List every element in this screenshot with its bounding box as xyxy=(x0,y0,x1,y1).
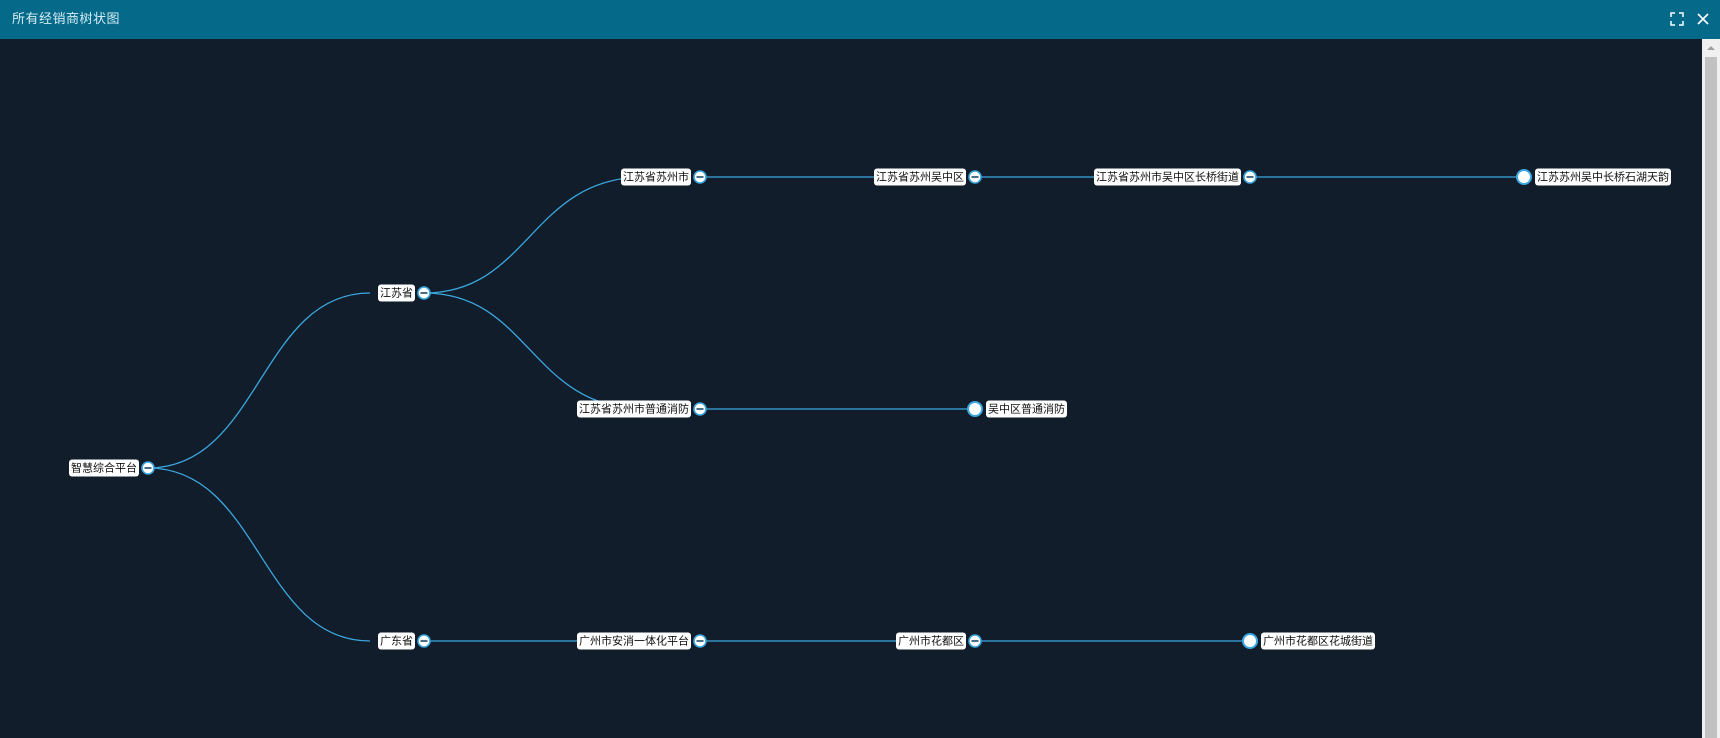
tree-link xyxy=(423,176,646,294)
tree-link xyxy=(423,292,646,410)
close-icon xyxy=(1697,13,1709,25)
tree-node-wuzhong-putong-xiaofang[interactable]: 吴中区普通消防 xyxy=(986,400,1067,418)
collapse-icon xyxy=(417,634,431,648)
vertical-scrollbar[interactable] xyxy=(1702,39,1720,738)
collapse-icon xyxy=(1243,170,1257,184)
leaf-node-icon xyxy=(1516,169,1532,185)
dialog-title: 所有经销商树状图 xyxy=(12,12,121,27)
tree-node-root[interactable]: 智慧综合平台 xyxy=(69,459,139,477)
collapse-icon xyxy=(141,461,155,475)
maximize-icon xyxy=(1670,12,1684,26)
collapse-icon xyxy=(693,170,707,184)
close-button[interactable] xyxy=(1694,10,1712,28)
tree-node-suzhou-putong-xiaofang[interactable]: 江苏省苏州市普通消防 xyxy=(577,400,691,418)
tree-canvas: 智慧综合平台 江苏省 广东省 江苏省苏州市 江苏省苏州市普通消防 江苏省苏州吴中… xyxy=(0,39,1702,738)
scrollbar-thumb[interactable] xyxy=(1705,57,1717,738)
tree-node-shihu[interactable]: 江苏苏州吴中长桥石湖天韵 xyxy=(1535,168,1671,186)
tree-node-changqiao[interactable]: 江苏省苏州市吴中区长桥街道 xyxy=(1094,168,1241,186)
collapse-icon xyxy=(693,402,707,416)
tree-node-huacheng[interactable]: 广州市花都区花城街道 xyxy=(1261,632,1375,650)
tree-node-huadu[interactable]: 广州市花都区 xyxy=(896,632,966,650)
collapse-icon xyxy=(968,634,982,648)
collapse-icon xyxy=(417,286,431,300)
tree-node-gz-anxiao[interactable]: 广州市安消一体化平台 xyxy=(577,632,691,650)
leaf-node-icon xyxy=(967,401,983,417)
tree-node-suzhou[interactable]: 江苏省苏州市 xyxy=(621,168,691,186)
collapse-markers xyxy=(141,170,1257,648)
leaf-node-icon xyxy=(1242,633,1258,649)
tree-node-guangdong[interactable]: 广东省 xyxy=(378,632,415,650)
scroll-up-arrow-icon[interactable] xyxy=(1702,39,1720,56)
maximize-button[interactable] xyxy=(1668,10,1686,28)
tree-links xyxy=(141,169,1532,649)
tree-link xyxy=(147,292,371,469)
collapse-icon xyxy=(693,634,707,648)
leaf-markers xyxy=(967,169,1532,649)
dialog-titlebar: 所有经销商树状图 xyxy=(0,0,1720,39)
tree-node-wuzhong[interactable]: 江苏省苏州吴中区 xyxy=(874,168,966,186)
tree-node-jiangsu[interactable]: 江苏省 xyxy=(378,284,415,302)
collapse-icon xyxy=(968,170,982,184)
tree-link xyxy=(147,467,371,642)
